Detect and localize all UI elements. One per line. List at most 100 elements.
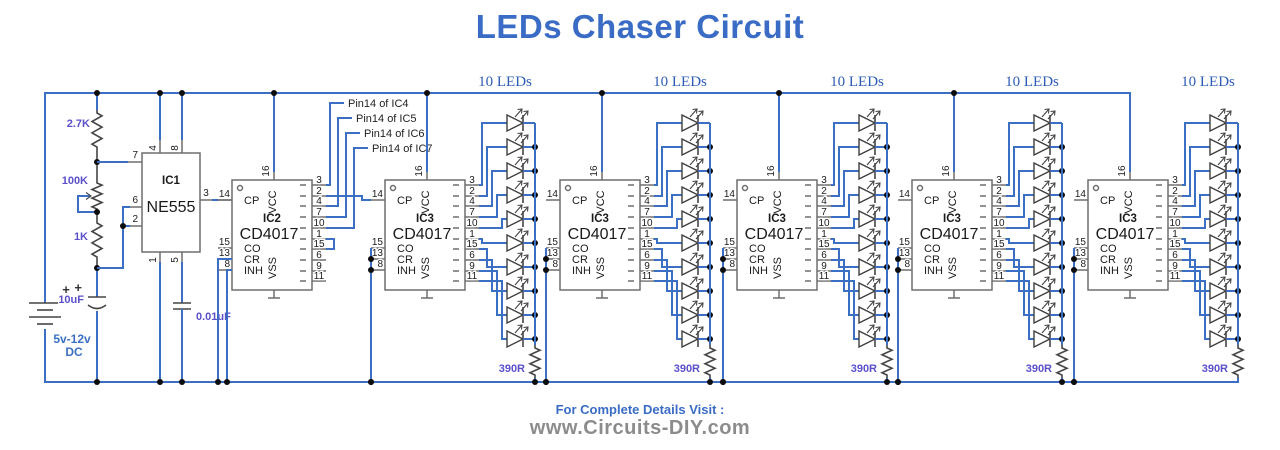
led-emission-arrowhead [698, 134, 704, 140]
led-emission-arrowhead [1050, 302, 1056, 308]
led-emission-arrowhead [698, 158, 704, 164]
led-emission-arrow [689, 108, 698, 118]
ic-name: IC3 [591, 213, 609, 225]
led-current-resistor [1055, 345, 1069, 378]
junction-dot [895, 379, 901, 385]
led-anode-wire [479, 194, 507, 218]
led-anode-wire [654, 194, 682, 218]
led-emission-arrow [1047, 110, 1056, 120]
led-emission-arrowhead [869, 300, 875, 306]
pin-label: 2 [316, 186, 322, 197]
pot-wiper-arrowhead [85, 192, 92, 200]
led-emission-arrow [1041, 324, 1050, 334]
led-emission-arrow [520, 278, 529, 288]
clock-wire [326, 132, 360, 218]
pin-label: 14 [372, 189, 384, 200]
led-emission-arrow [1217, 324, 1226, 334]
junction-dot [895, 256, 901, 262]
led-anode-wire [1182, 238, 1210, 244]
led-emission-arrowhead [517, 300, 523, 306]
led-anode-wire [831, 170, 859, 207]
pin-label: 3 [1172, 175, 1178, 186]
led-triangle [858, 185, 877, 205]
pin-label: 1 [148, 257, 159, 263]
led-emission-arrow [866, 300, 875, 310]
led-emission-arrowhead [517, 324, 523, 330]
junction-dot [1071, 256, 1077, 262]
led-emission-arrow [866, 204, 875, 214]
led-resistor-label: 390R [1026, 363, 1052, 375]
led-emission-arrowhead [698, 302, 704, 308]
led-triangle [858, 137, 877, 157]
led-emission-arrow [872, 158, 881, 168]
pin-label: 4 [996, 196, 1002, 207]
led-emission-arrowhead [523, 230, 529, 236]
led-triangle [681, 209, 700, 229]
led-emission-arrowhead [523, 302, 529, 308]
led-emission-arrowhead [1226, 254, 1232, 260]
junction-dot [424, 90, 430, 96]
pin-function-label: CP [397, 195, 412, 207]
r1-value-label: 2.7K [67, 118, 90, 130]
led-triangle [1209, 185, 1228, 205]
pin-label: 4 [148, 145, 159, 151]
led-emission-arrow [872, 110, 881, 120]
led-anode-wire [1006, 218, 1034, 229]
led-emission-arrow [1217, 228, 1226, 238]
led-emission-arrow [520, 230, 529, 240]
led-triangle [858, 257, 877, 277]
led-emission-arrowhead [875, 110, 881, 116]
ic-name: IC3 [1119, 213, 1137, 225]
led-emission-arrowhead [1044, 204, 1050, 210]
led-emission-arrowhead [875, 206, 881, 212]
pin-function-label: INH [1100, 265, 1119, 277]
led-triangle [1209, 161, 1228, 181]
led-emission-arrowhead [698, 230, 704, 236]
pin-label: 9 [316, 261, 322, 272]
led-emission-arrow [695, 206, 704, 216]
pin-label: 1 [996, 229, 1002, 240]
footer-website-text: www.Circuits-DIY.com [529, 417, 751, 440]
pin-label: 10 [466, 218, 478, 229]
led-triangle [681, 113, 700, 133]
led-triangle [1209, 209, 1228, 229]
led-resistor-label: 390R [851, 363, 877, 375]
junction-dot [368, 267, 374, 273]
pin-function-label: INH [397, 265, 416, 277]
pin-label: 16 [766, 165, 777, 177]
pin-label: 15 [1169, 239, 1181, 250]
pin-label: 10 [641, 218, 653, 229]
led-emission-arrow [1047, 158, 1056, 168]
pin-label: 16 [414, 165, 425, 177]
led-emission-arrowhead [1220, 276, 1226, 282]
led-emission-arrow [695, 230, 704, 240]
pin-label: 6 [316, 250, 322, 261]
led-emission-arrowhead [1050, 254, 1056, 260]
led-emission-arrowhead [523, 158, 529, 164]
ic1-part: NE555 [147, 199, 196, 216]
led-anode-wire [831, 280, 859, 340]
pin-label: 10 [1169, 218, 1181, 229]
pin-label: 16 [1117, 165, 1128, 177]
led-current-resistor [880, 345, 894, 378]
led-emission-arrowhead [523, 206, 529, 212]
led-emission-arrow [872, 182, 881, 192]
junction-dot [94, 379, 100, 385]
led-emission-arrow [695, 278, 704, 288]
led-emission-arrowhead [869, 132, 875, 138]
vcc-label: VCC [595, 190, 607, 213]
pin1-marker [236, 184, 244, 192]
led-emission-arrow [520, 110, 529, 120]
pin-label: 8 [552, 259, 558, 270]
led-emission-arrowhead [523, 326, 529, 332]
pin-label: 13 [724, 248, 736, 259]
pin-label: 4 [644, 196, 650, 207]
led-anode-wire [654, 280, 682, 340]
cd4017-box [736, 179, 818, 291]
led-emission-arrow [1047, 230, 1056, 240]
pin-label: 15 [899, 237, 911, 248]
led-emission-arrow [689, 204, 698, 214]
led-triangle [681, 257, 700, 277]
led-emission-arrowhead [875, 230, 881, 236]
led-emission-arrowhead [1220, 180, 1226, 186]
